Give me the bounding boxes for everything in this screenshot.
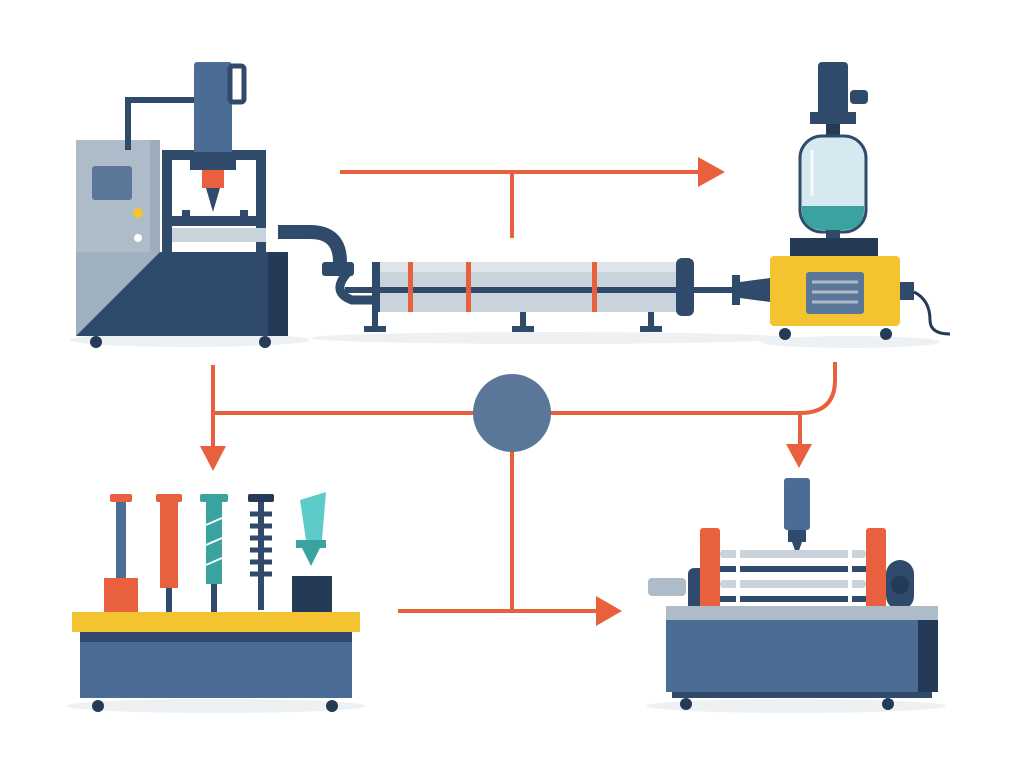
- spring-tool: [248, 494, 274, 610]
- spindle-head: [194, 62, 232, 158]
- extrusion-barrel: [310, 258, 790, 344]
- screw-tool: [200, 494, 228, 612]
- top-arrow-head: [698, 157, 725, 187]
- rod-tool: [104, 494, 138, 618]
- nozzle-tool: [292, 492, 332, 614]
- central-hub: [473, 374, 551, 452]
- right-branch-curve: [799, 362, 837, 415]
- right-branch-arrow: [786, 444, 812, 468]
- left-branch-arrow: [200, 446, 226, 471]
- reactor-vessel: [760, 62, 951, 348]
- control-screen: [92, 166, 132, 200]
- marker-tool: [156, 494, 182, 612]
- bottom-arrow-head: [596, 596, 622, 626]
- roller-press: [646, 478, 946, 713]
- tool-rack: [66, 492, 366, 713]
- status-light-icon: [133, 208, 143, 218]
- cnc-milling-machine: [70, 62, 380, 348]
